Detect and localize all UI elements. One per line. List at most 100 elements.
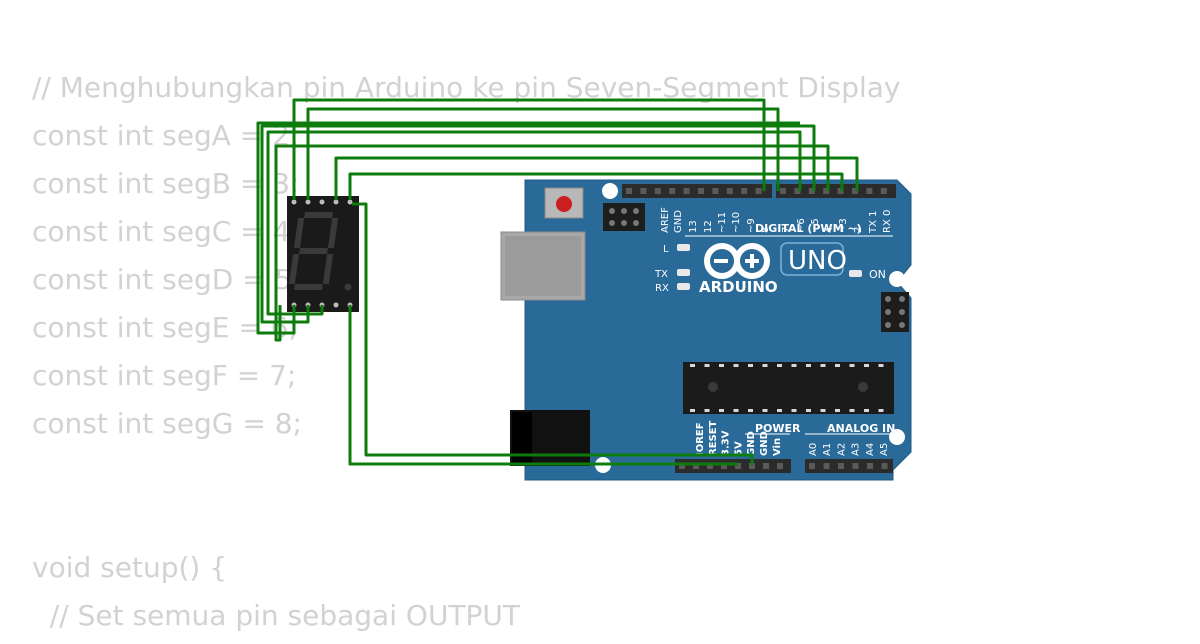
code-line: void setup() { — [32, 551, 228, 584]
rx-led-label: RX — [655, 283, 669, 294]
digital-pin-label: 8 — [760, 227, 771, 233]
model-label: UNO — [788, 246, 847, 276]
display-pin[interactable] — [333, 302, 339, 308]
digital-pin-socket[interactable] — [880, 188, 887, 194]
digital-pin-label: ~9 — [746, 218, 757, 233]
analog-pin-label: A3 — [851, 443, 862, 456]
l-led-label: L — [663, 244, 669, 255]
analog-header — [805, 459, 893, 473]
wire-common-1[interactable] — [352, 202, 754, 465]
chip-pin — [733, 409, 739, 412]
power-pin-label: IOREF — [695, 422, 706, 456]
chip-pin — [878, 409, 884, 412]
power-pin-socket[interactable] — [721, 463, 727, 469]
arduino-logo-icon — [704, 243, 770, 279]
power-pin-socket[interactable] — [693, 463, 699, 469]
power-pin-socket[interactable] — [749, 463, 755, 469]
digital-pin-socket[interactable] — [683, 188, 690, 194]
segment-d — [294, 284, 323, 290]
chip-pin — [777, 409, 782, 412]
digital-pin-label: ~6 — [796, 218, 807, 233]
chip-pin — [748, 409, 753, 412]
chip-pin — [762, 364, 768, 367]
display-pin[interactable] — [305, 199, 311, 205]
segment-dp — [344, 283, 352, 291]
power-pin-label: 3.3V — [721, 430, 732, 456]
power-header-label: POWER — [755, 422, 801, 435]
segment-c — [322, 254, 334, 284]
power-pin-socket[interactable] — [707, 463, 713, 469]
digital-pin-socket[interactable] — [654, 188, 661, 194]
power-pin-socket[interactable] — [735, 463, 741, 469]
brand-label: ARDUINO — [699, 278, 778, 296]
digital-pin-socket[interactable] — [640, 188, 647, 194]
analog-pin-socket[interactable] — [823, 463, 830, 469]
digital-pin-socket[interactable] — [808, 188, 815, 194]
chip-pin — [835, 409, 840, 412]
digital-pin-socket[interactable] — [669, 188, 676, 194]
analog-pin-socket[interactable] — [809, 463, 815, 469]
digital-pin-socket[interactable] — [712, 188, 719, 194]
tx-led-label: TX — [654, 269, 668, 280]
segment-a — [304, 212, 333, 218]
wire-seg-c[interactable] — [266, 130, 802, 316]
digital-pin-label: ~10 — [731, 212, 742, 233]
on-led-label: ON — [869, 268, 886, 281]
wire-seg-dp[interactable] — [348, 172, 844, 200]
digital-pin-label: 7 — [781, 227, 792, 233]
chip-pin — [791, 364, 797, 367]
digital-pin-label: 2 — [853, 227, 864, 233]
l-led — [677, 244, 690, 251]
wire-seg-g[interactable] — [334, 156, 859, 200]
chip-pin — [690, 409, 695, 412]
analog-pin-socket[interactable] — [867, 463, 873, 469]
display-pin[interactable] — [347, 199, 353, 205]
analog-pin-socket[interactable] — [881, 463, 888, 469]
analog-pin-socket[interactable] — [838, 463, 844, 469]
on-led — [849, 270, 862, 277]
digital-pin-socket[interactable] — [823, 188, 830, 194]
digital-pin-socket[interactable] — [852, 188, 858, 194]
chip-pin — [777, 364, 782, 367]
wire-common-2[interactable] — [348, 305, 738, 466]
digital-pin-label: RX 0 — [882, 210, 893, 233]
display-pin[interactable] — [291, 199, 297, 205]
digital-pin-label: ~3 — [838, 218, 849, 233]
wires[interactable] — [256, 98, 859, 466]
display-pin[interactable] — [333, 199, 339, 205]
wire-seg-d[interactable] — [260, 124, 816, 324]
wire-seg-f[interactable] — [274, 144, 830, 342]
icsp-header — [603, 203, 645, 231]
chip-pin — [791, 409, 797, 412]
chip-pin — [748, 364, 753, 367]
chip-pin — [864, 364, 869, 367]
wire-seg-b[interactable] — [306, 107, 780, 200]
digital-pin-label: AREF — [660, 207, 671, 233]
chip-pin — [864, 409, 869, 412]
digital-pin-socket[interactable] — [866, 188, 873, 194]
digital-pin-socket[interactable] — [755, 188, 762, 194]
power-pin-socket[interactable] — [679, 463, 685, 469]
power-pin-socket[interactable] — [763, 463, 769, 469]
code-line: const int segA = 2; — [32, 119, 300, 152]
digital-pin-socket[interactable] — [780, 188, 786, 194]
seven-segment-display[interactable] — [287, 196, 359, 312]
wire-seg-e[interactable] — [256, 121, 800, 335]
analog-pin-socket[interactable] — [852, 463, 859, 469]
display-pin[interactable] — [319, 199, 325, 205]
digital-pin-socket[interactable] — [741, 188, 748, 194]
power-pin-label: GND — [759, 431, 770, 456]
reset-button[interactable] — [544, 187, 584, 219]
segment-b — [327, 218, 339, 248]
power-pin-socket[interactable] — [777, 463, 783, 469]
chip-pin — [719, 409, 724, 412]
digital-pin-socket[interactable] — [726, 188, 733, 194]
analog-pin-label: A5 — [879, 443, 890, 456]
digital-pin-socket[interactable] — [698, 188, 704, 194]
digital-pin-socket[interactable] — [626, 188, 632, 194]
digital-pin-socket[interactable] — [794, 188, 801, 194]
chip-pin — [820, 364, 826, 367]
rx-led — [677, 283, 690, 290]
